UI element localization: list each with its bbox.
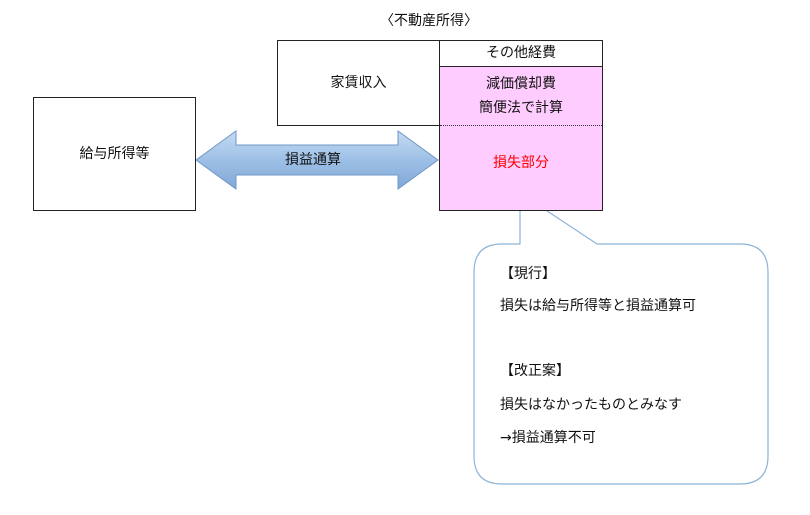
- callout-bubble: [473, 192, 769, 485]
- loss-part-label: 損失部分: [493, 155, 549, 171]
- other-expenses-label: その他経費: [486, 45, 556, 62]
- reform-heading: 【改正案】: [500, 363, 570, 379]
- rent-income-label: 家賃収入: [330, 74, 387, 91]
- offset-double-arrow: [195, 130, 439, 190]
- dotted-divider: [440, 125, 602, 126]
- other-expenses-cell: その他経費: [439, 40, 603, 67]
- salary-income-label: 給与所得等: [79, 145, 150, 162]
- salary-income-box: 給与所得等: [33, 97, 196, 211]
- rent-income-box: 家賃収入: [277, 40, 440, 126]
- reform-text-2: →損益通算不可: [500, 430, 596, 446]
- diagram-title: 〈不動産所得〉: [380, 13, 478, 29]
- reform-text-1: 損失はなかったものとみなす: [500, 397, 682, 413]
- depreciation-line2: 簡便法で計算: [479, 100, 563, 116]
- depreciation-area: 減価償却費 簡便法で計算 損失部分: [439, 66, 603, 211]
- current-heading: 【現行】: [500, 266, 556, 282]
- current-text: 損失は給与所得等と損益通算可: [500, 298, 696, 314]
- offset-arrow-label: 損益通算: [285, 152, 341, 168]
- depreciation-line1: 減価償却費: [486, 76, 556, 92]
